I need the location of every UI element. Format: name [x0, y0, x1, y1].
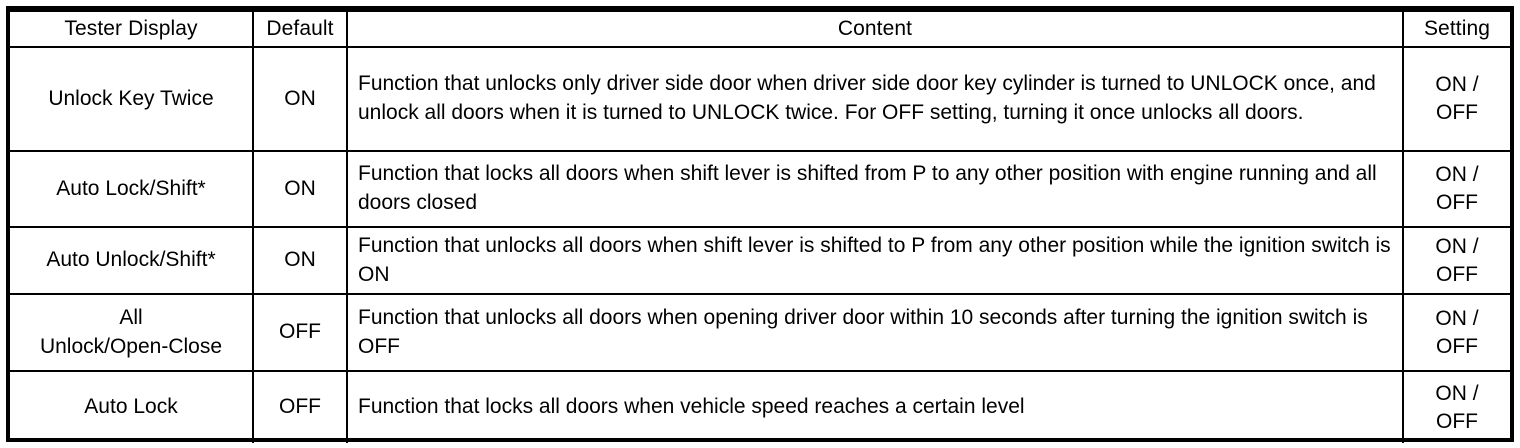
table-row: Auto Lock OFF Function that locks all do… — [10, 370, 1510, 443]
column-header-setting: Setting — [1402, 10, 1510, 48]
setting-line-1: ON / — [1435, 381, 1479, 405]
column-header-content: Content — [346, 10, 1404, 48]
cell-setting-options: ON / OFF — [1402, 150, 1510, 228]
cell-default-value: OFF — [252, 293, 348, 372]
cell-content-description: Function that unlocks all doors when ope… — [346, 293, 1404, 372]
table-row: Unlock Key Twice ON Function that unlock… — [10, 46, 1510, 152]
cell-tester-display: Auto Lock — [10, 370, 254, 443]
setting-line-1: ON / — [1435, 163, 1479, 187]
cell-content-description: Function that unlocks only driver side d… — [346, 46, 1404, 152]
setting-line-1: ON / — [1435, 73, 1479, 97]
cell-default-value: ON — [252, 226, 348, 295]
spec-table-container: Tester Display Default Content Setting U… — [6, 6, 1514, 443]
cell-content-description: Function that unlocks all doors when shi… — [346, 226, 1404, 295]
column-header-tester-display: Tester Display — [10, 10, 254, 48]
cell-tester-display: All Unlock/Open-Close — [10, 293, 254, 372]
cell-default-value: ON — [252, 150, 348, 228]
tester-display-line-1: Auto Lock — [84, 395, 178, 419]
column-header-default: Default — [252, 10, 348, 48]
cell-default-value: ON — [252, 46, 348, 152]
table-body: Unlock Key Twice ON Function that unlock… — [10, 46, 1510, 443]
setting-line-2: OFF — [1436, 262, 1478, 286]
cell-tester-display: Unlock Key Twice — [10, 46, 254, 152]
table-header-row: Tester Display Default Content Setting — [10, 10, 1510, 48]
cell-tester-display: Auto Lock/Shift* — [10, 150, 254, 228]
setting-line-1: ON / — [1435, 234, 1479, 258]
tester-display-line-1: Auto Lock/Shift* — [56, 176, 206, 200]
setting-line-2: OFF — [1436, 101, 1478, 124]
tester-display-line-1: Auto Unlock/Shift* — [46, 248, 216, 272]
customize-function-table: Tester Display Default Content Setting U… — [10, 10, 1510, 443]
table-row: Auto Unlock/Shift* ON Function that unlo… — [10, 226, 1510, 295]
cell-default-value: OFF — [252, 370, 348, 443]
cell-tester-display: Auto Unlock/Shift* — [10, 226, 254, 295]
table-row: All Unlock/Open-Close OFF Function that … — [10, 293, 1510, 372]
setting-line-2: OFF — [1436, 334, 1478, 358]
cell-setting-options: ON / OFF — [1402, 293, 1510, 372]
cell-setting-options: ON / OFF — [1402, 46, 1510, 152]
cell-setting-options: ON / OFF — [1402, 370, 1510, 443]
setting-line-2: OFF — [1436, 409, 1478, 433]
setting-line-1: ON / — [1435, 306, 1479, 330]
tester-display-line-1: All — [119, 306, 143, 330]
cell-content-description: Function that locks all doors when vehic… — [346, 370, 1404, 443]
cell-setting-options: ON / OFF — [1402, 226, 1510, 295]
tester-display-line-2: Unlock/Open-Close — [39, 334, 223, 358]
cell-content-description: Function that locks all doors when shift… — [346, 150, 1404, 228]
table-row: Auto Lock/Shift* ON Function that locks … — [10, 150, 1510, 228]
table-header: Tester Display Default Content Setting — [10, 10, 1510, 48]
tester-display-line-1: Unlock Key Twice — [48, 86, 214, 110]
setting-line-2: OFF — [1436, 191, 1478, 214]
